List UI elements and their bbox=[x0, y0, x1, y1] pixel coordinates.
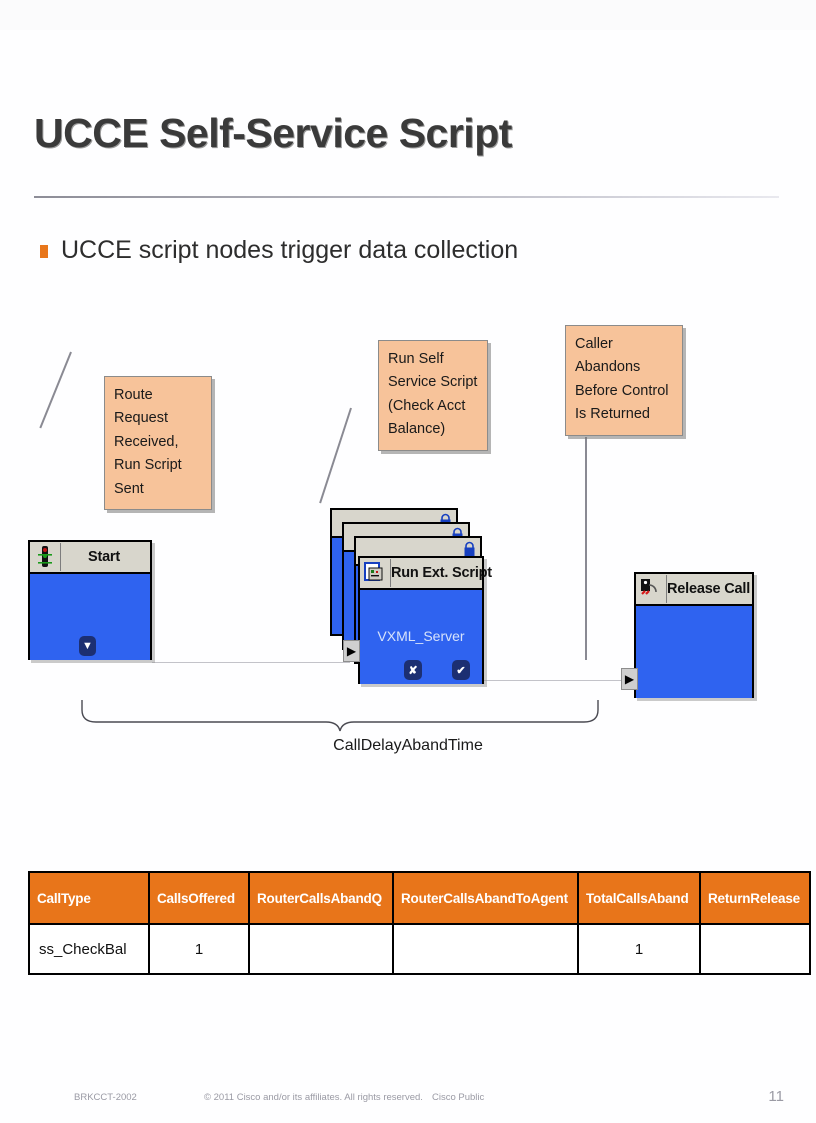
node-start-header: Start bbox=[30, 542, 150, 574]
bullet-marker-icon bbox=[40, 245, 48, 258]
cell-totalcallsaband: 1 bbox=[577, 923, 701, 975]
node-start-title: Start bbox=[87, 549, 121, 565]
node-start[interactable]: Start ▼ bbox=[28, 540, 152, 660]
lock-icon bbox=[464, 541, 475, 557]
call-type-metrics-table: CallType CallsOffered RouterCallsAbandQ … bbox=[28, 871, 811, 975]
footer-classification: Cisco Public bbox=[432, 1092, 485, 1103]
slide-top-band bbox=[0, 0, 816, 30]
footer-session-id: BRKCCT-2002 bbox=[74, 1092, 137, 1103]
callout-route-request: Route Request Received, Run Script Sent bbox=[104, 376, 212, 511]
node-start-output-port[interactable]: ▼ bbox=[79, 636, 96, 656]
table-row: ss_CheckBal 1 1 bbox=[28, 923, 811, 975]
footer-page-number: 11 bbox=[768, 1088, 784, 1105]
node-release-call-header: Release Call bbox=[636, 574, 752, 606]
node-run-ext-script-success-port[interactable]: ✔ bbox=[452, 660, 470, 680]
hangup-phone-icon bbox=[636, 575, 667, 603]
external-script-icon bbox=[360, 559, 391, 587]
node-release-call-body: ▶ bbox=[621, 606, 752, 698]
table-header-returnrelease: ReturnRelease bbox=[699, 871, 811, 925]
connector-start-to-script bbox=[152, 662, 350, 663]
slide-footer: BRKCCT-2002 © 2011 Cisco and/or its affi… bbox=[0, 1088, 816, 1114]
node-release-call[interactable]: Release Call ▶ bbox=[621, 572, 754, 698]
node-run-ext-script-header: Run Ext. Script bbox=[360, 558, 492, 590]
node-release-call-input-port[interactable]: ▶ bbox=[621, 668, 638, 690]
traffic-light-icon bbox=[30, 543, 61, 571]
node-run-ext-script-body: VXML_Server ✘ ✔ ▶ bbox=[343, 590, 482, 684]
footer-copyright: © 2011 Cisco and/or its affiliates. All … bbox=[204, 1092, 423, 1103]
bullet-row: UCCE script nodes trigger data collectio… bbox=[40, 236, 518, 265]
table-header-callsoffered: CallsOffered bbox=[148, 871, 250, 925]
leader-line-run-self-service bbox=[319, 407, 352, 504]
node-run-ext-script-label: VXML_Server bbox=[377, 628, 465, 644]
leader-line-caller-abandons bbox=[585, 437, 587, 660]
title-divider bbox=[34, 196, 779, 198]
table-header-totalcallsaband: TotalCallsAband bbox=[577, 871, 701, 925]
node-run-ext-script-title: Run Ext. Script bbox=[391, 565, 492, 581]
table-header-routercallsabandtoagent: RouterCallsAbandToAgent bbox=[392, 871, 579, 925]
callout-caller-abandons: Caller Abandons Before Control Is Return… bbox=[565, 325, 683, 436]
cell-routercallsabandtoagent bbox=[392, 923, 579, 975]
table-header-calltype: CallType bbox=[28, 871, 150, 925]
node-run-ext-script[interactable]: Run Ext. Script VXML_Server ✘ ✔ ▶ bbox=[343, 556, 492, 684]
node-release-call-title: Release Call bbox=[667, 581, 751, 597]
cell-callsoffered: 1 bbox=[148, 923, 250, 975]
bullet-text: UCCE script nodes trigger data collectio… bbox=[61, 236, 519, 264]
page-title: UCCE Self-Service Script bbox=[34, 110, 512, 156]
script-flow-diagram: Route Request Received, Run Script Sent … bbox=[0, 300, 816, 800]
node-run-ext-script-failure-port[interactable]: ✘ bbox=[404, 660, 422, 680]
table-header-row: CallType CallsOffered RouterCallsAbandQ … bbox=[28, 871, 811, 925]
cell-returnrelease bbox=[699, 923, 811, 975]
cell-routercallsabandq bbox=[248, 923, 394, 975]
call-delay-brace bbox=[80, 698, 600, 732]
brace-label: CallDelayAbandTime bbox=[333, 737, 483, 754]
leader-line-route-request bbox=[39, 351, 72, 429]
cell-calltype: ss_CheckBal bbox=[28, 923, 150, 975]
table-header-routercallsabandq: RouterCallsAbandQ bbox=[248, 871, 394, 925]
node-start-body: ▼ bbox=[30, 574, 150, 660]
connector-script-to-release bbox=[484, 680, 628, 681]
callout-run-self-service: Run Self Service Script (Check Acct Bala… bbox=[378, 340, 488, 451]
node-run-ext-script-input-port[interactable]: ▶ bbox=[343, 640, 360, 662]
